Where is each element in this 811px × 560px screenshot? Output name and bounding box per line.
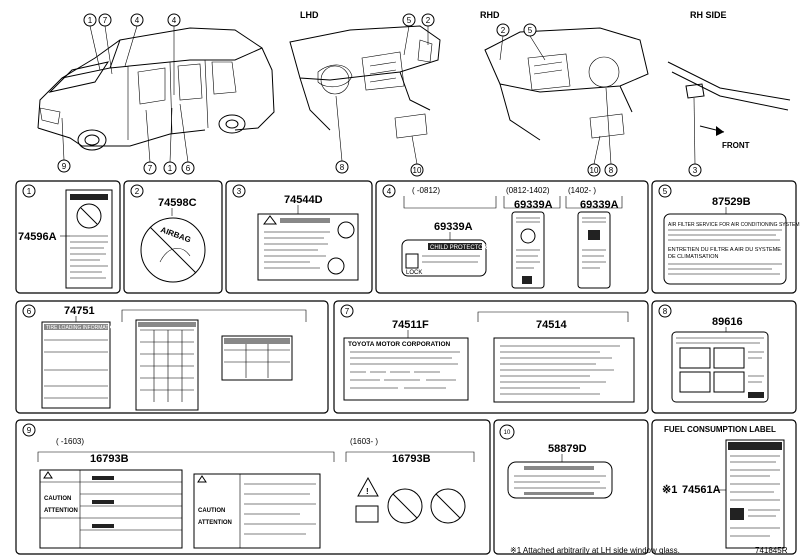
panel-5-line-2: ENTRETIEN DU FILTRE A AIR DU SYSTEME [668, 247, 781, 253]
lhd-callout-8: 8 [340, 163, 345, 172]
panel-7-part-b: 74514 [536, 319, 567, 331]
panel-4-num: 4 [387, 187, 392, 196]
panel-2-part: 74598C [158, 197, 197, 209]
panel-2-num: 2 [135, 187, 140, 196]
fuel-part: 74561A [682, 484, 721, 496]
fuel-title: FUEL CONSUMPTION LABEL [664, 425, 776, 434]
panel-10: 10 58879D [493, 419, 649, 555]
callout-7: 7 [103, 16, 108, 25]
panel-9: 9 ( -1603) (1603- ) 16793B 16793B CAUTIO… [15, 419, 491, 555]
panel-5-num: 5 [663, 187, 668, 196]
panel-4-part-2: 69339A [514, 199, 553, 211]
callout-4: 4 [135, 16, 140, 25]
panel-4-range-2: (0812-1402) [506, 186, 550, 195]
callout-6: 6 [186, 164, 191, 173]
rhd-dashboard: RHD 2 5 10 8 [480, 10, 649, 177]
panel-1: 1 74596A [15, 180, 121, 294]
lhd-callout-2: 2 [426, 16, 431, 25]
panel-8: 8 89616 [651, 300, 797, 414]
footer-note: ※1 Attached arbitrarily at LH side windo… [510, 546, 680, 555]
callout-9: 9 [62, 162, 67, 171]
rh-callout-3: 3 [693, 166, 698, 175]
warning-exclaim: ! [366, 487, 369, 496]
rhd-callout-2: 2 [501, 26, 506, 35]
rhd-callout-10: 10 [590, 166, 599, 175]
rhd-callout-5: 5 [528, 26, 533, 35]
front-label: FRONT [722, 141, 750, 150]
caution-text-1: CAUTION [44, 496, 71, 502]
rhd-header: RHD [480, 10, 500, 20]
rh-side-view: RH SIDE FRONT 3 [667, 10, 791, 177]
caution-text-2: CAUTION [198, 508, 225, 514]
callout-1: 1 [88, 16, 93, 25]
callout-7b: 7 [148, 164, 153, 173]
panel-10-num: 10 [504, 430, 511, 436]
panel-6-num: 6 [27, 307, 32, 316]
panel-4: 4 ( -0812) (0812-1402) (1402- ) 69339A 6… [375, 180, 649, 294]
panel-3: 3 74544D [225, 180, 373, 294]
panel-4-range-3: (1402- ) [568, 186, 596, 195]
panel-10-part: 58879D [548, 443, 587, 455]
lhd-callout-10: 10 [413, 166, 422, 175]
panel-5-line-3: DE CLIMATISATION [668, 254, 719, 260]
vehicle-callouts: 1 7 4 4 9 7 1 6 [57, 13, 195, 175]
panel-5-line-1: AIR FILTER SERVICE FOR AIR CONDITIONING … [668, 222, 800, 228]
panel-6: 6 74751 TIRE LOADING INFORMATION [15, 300, 329, 414]
panel-7: 7 74511F 74514 TOYOTA MOTOR CORPORATION [333, 300, 649, 414]
lhd-dashboard: LHD 5 2 8 10 [289, 10, 441, 177]
vehicle-illustration [37, 27, 275, 151]
child-protector-text: CHILD PROTECTOR [430, 245, 488, 251]
fuel-note-mark: ※1 [662, 484, 677, 496]
callout-1b: 1 [168, 164, 173, 173]
panel-7-num: 7 [345, 307, 350, 316]
panel-1-num: 1 [27, 187, 32, 196]
lhd-callout-5: 5 [407, 16, 412, 25]
rh-side-header: RH SIDE [690, 10, 727, 20]
callout-4b: 4 [172, 16, 177, 25]
panel-3-part: 74544D [284, 194, 323, 206]
attention-text-1: ATTENTION [44, 508, 78, 514]
panel-3-num: 3 [237, 187, 242, 196]
panel-2: 2 74598C AIRBAG [123, 180, 223, 294]
panel-fuel: FUEL CONSUMPTION LABEL ※1 74561A [651, 419, 797, 555]
toyota-company-text: TOYOTA MOTOR CORPORATION [348, 341, 451, 348]
panel-4-part-3: 69339A [580, 199, 619, 211]
diagram-id: 741845R [755, 546, 788, 555]
panel-9-range-a: ( -1603) [56, 437, 84, 446]
tire-loading-text: TIRE LOADING INFORMATION [46, 325, 118, 331]
rhd-callout-8: 8 [609, 166, 614, 175]
attention-text-2: ATTENTION [198, 520, 232, 526]
lock-text: LOCK [406, 270, 422, 276]
panel-8-num: 8 [663, 307, 668, 316]
panel-9-part-b: 16793B [392, 453, 431, 465]
panel-6-part: 74751 [64, 305, 95, 317]
lhd-header: LHD [300, 10, 319, 20]
panel-8-part: 89616 [712, 316, 743, 328]
panel-9-num: 9 [27, 426, 32, 435]
panel-5-part: 87529B [712, 196, 751, 208]
panel-1-part: 74596A [18, 231, 57, 243]
panel-5: 5 87529B AIR FILTER SERVICE FOR AIR COND… [651, 180, 800, 294]
panel-4-range-1: ( -0812) [412, 186, 440, 195]
panel-9-part-a: 16793B [90, 453, 129, 465]
panel-7-part-a: 74511F [392, 319, 429, 331]
panel-9-range-b: (1603- ) [350, 437, 378, 446]
panel-4-part-1: 69339A [434, 221, 473, 233]
